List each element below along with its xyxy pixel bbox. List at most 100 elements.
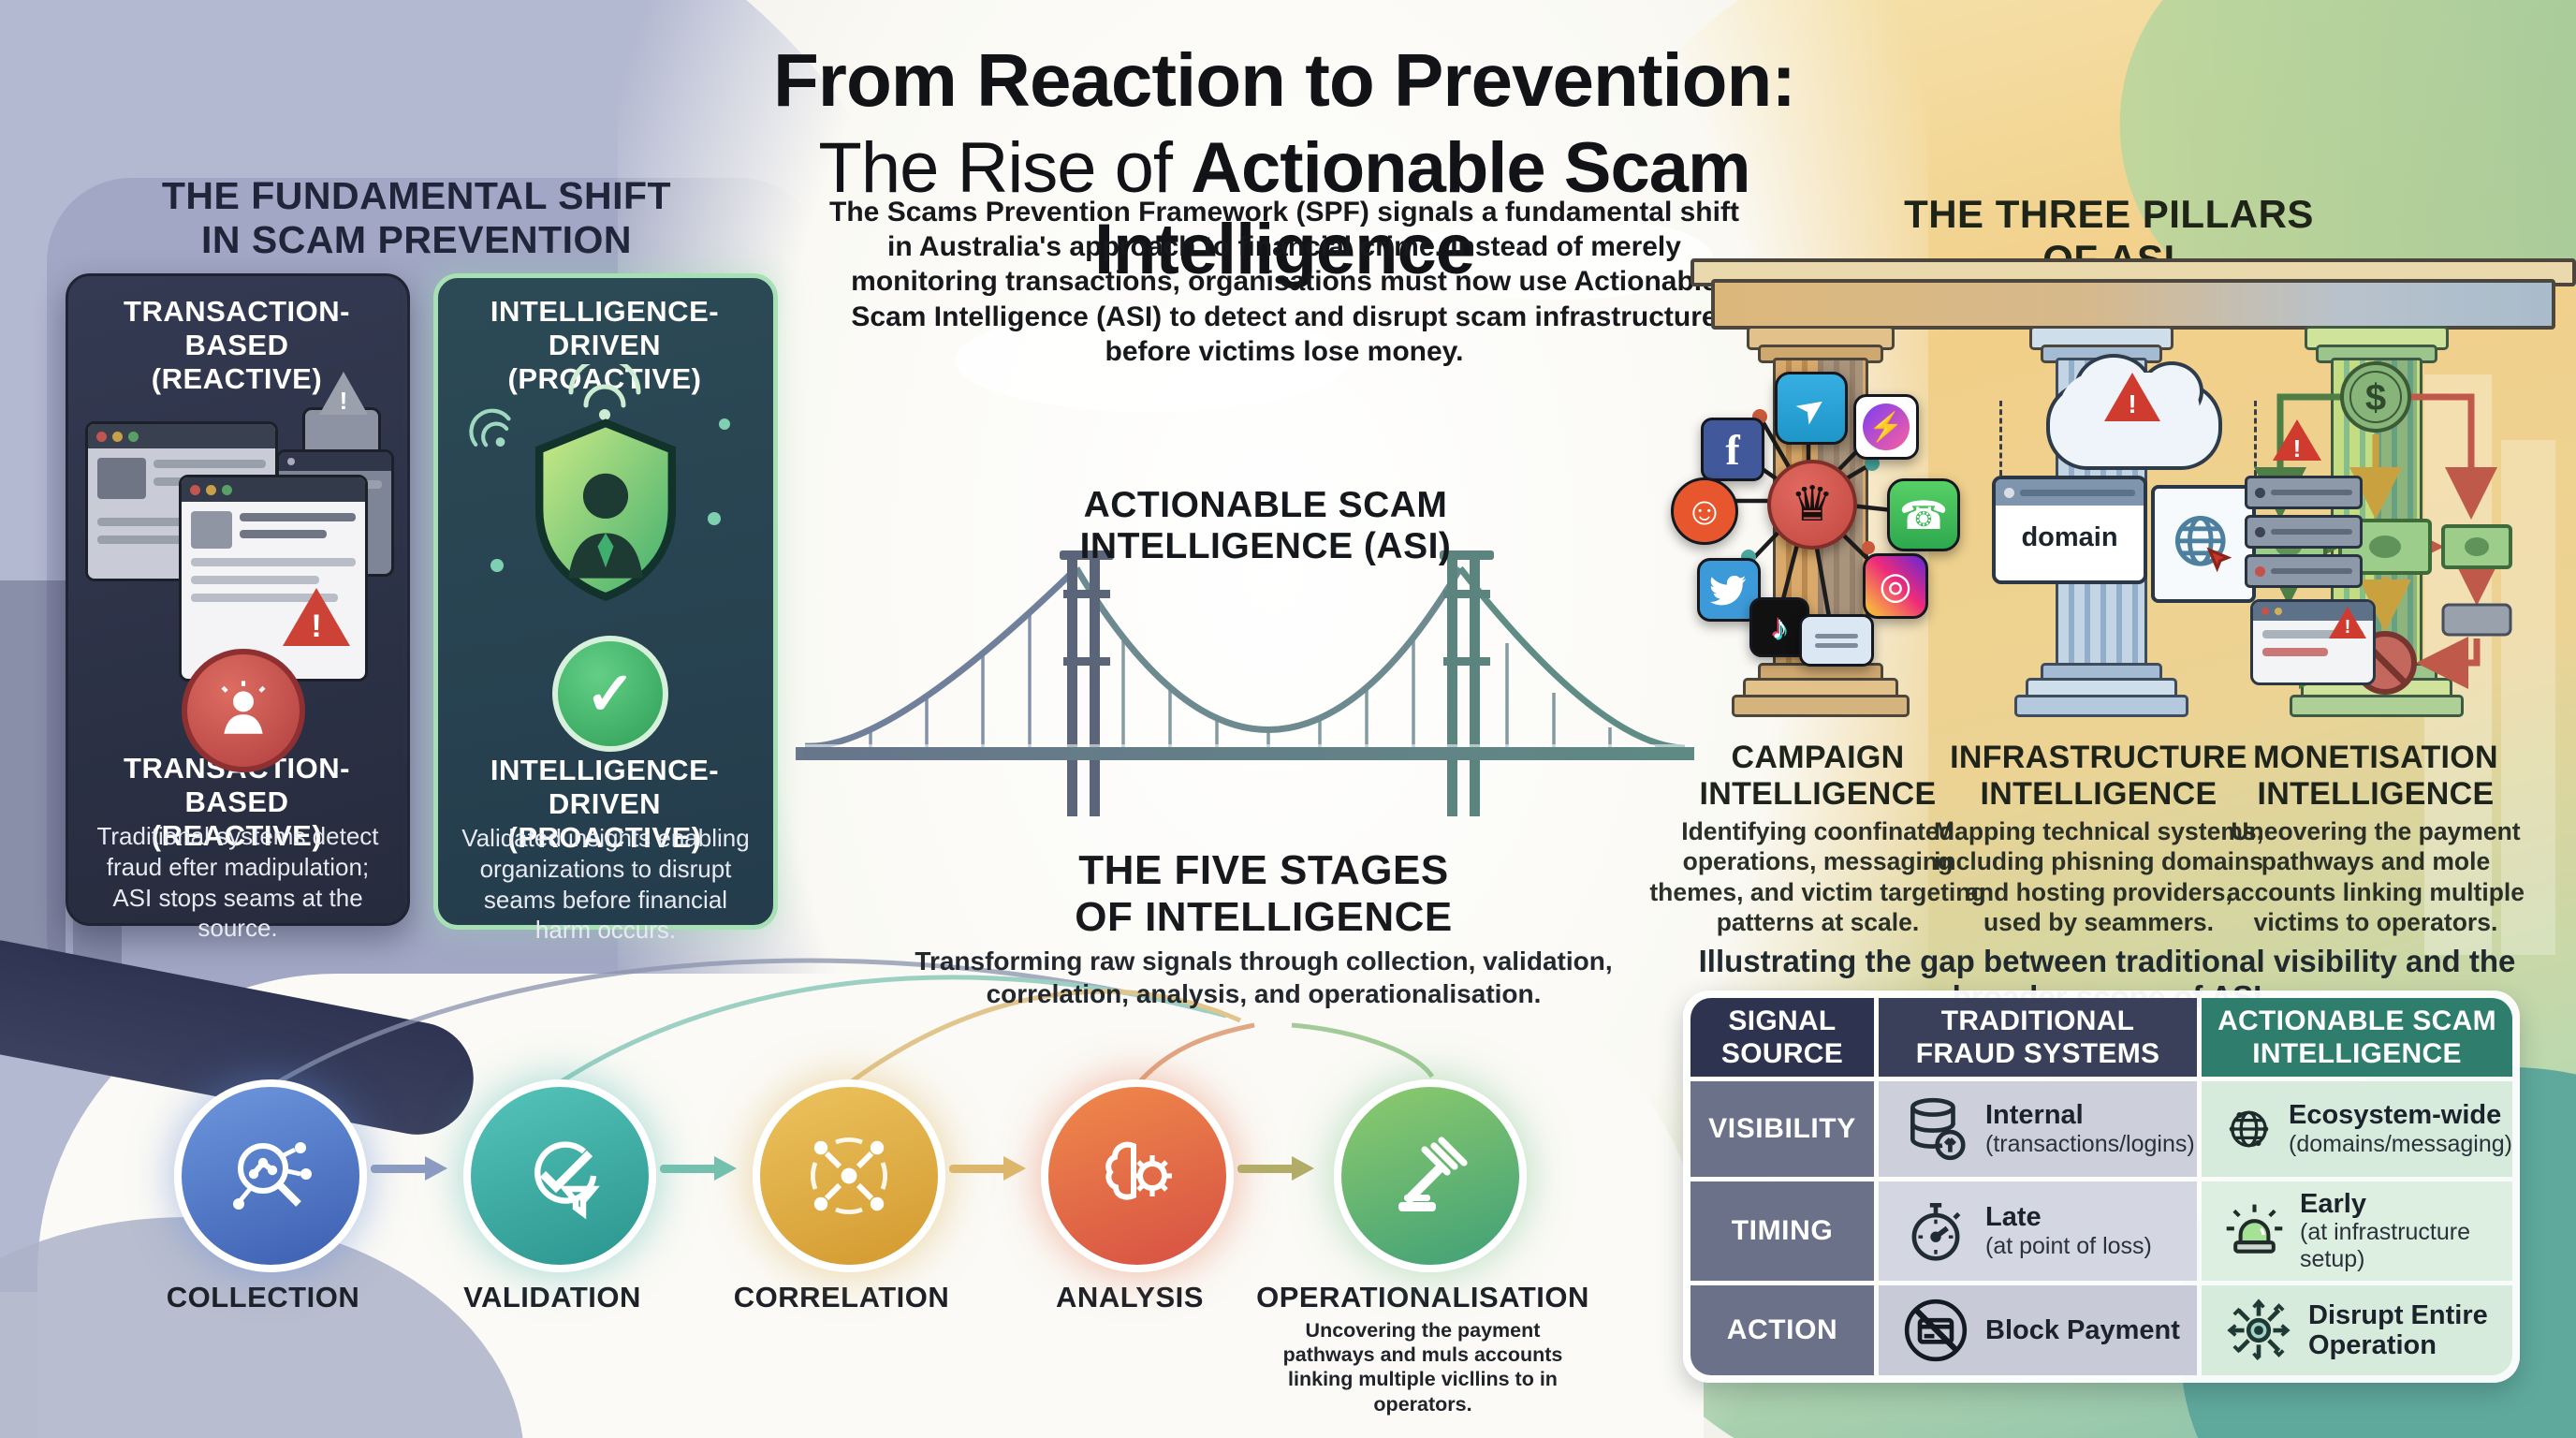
- card1-illustration: [68, 370, 407, 682]
- scam-bug-icon: ♛: [1767, 460, 1857, 550]
- cell-action-asi: Disrupt Entire Operation: [2202, 1285, 2512, 1375]
- main-subtitle: The Scams Prevention Framework (SPF) sig…: [829, 197, 1739, 367]
- circuit-node: [708, 512, 721, 525]
- instagram-icon: ◎: [1863, 553, 1928, 619]
- asi-label-line1: ACTIONABLE SCAM: [1083, 485, 1448, 525]
- browser-window-alert: [179, 475, 368, 682]
- card2-bottom-title: INTELLIGENCE-DRIVEN (PROACTIVE): [490, 754, 720, 854]
- server-stack: [2245, 476, 2363, 588]
- blocked-card-icon: [1904, 1299, 1968, 1362]
- main-title: From Reaction to Prevention: The Rise of…: [629, 37, 1939, 290]
- bridge-illustration: [796, 550, 1694, 816]
- pillar-monetisation-name: MONETISATION INTELLIGENCE: [2253, 740, 2498, 812]
- alert-triangle-icon: [283, 588, 350, 646]
- background-cloud: [1404, 215, 1713, 300]
- pillar-campaign-name: CAMPAIGN INTELLIGENCE: [1699, 740, 1937, 812]
- twitter-bird: [1710, 575, 1747, 606]
- fraud-alert-badge: [182, 649, 305, 772]
- stage-collection-circle: [174, 1079, 367, 1272]
- circuit-node: [490, 559, 504, 572]
- globe-icon: [2229, 1110, 2269, 1148]
- cell-timing-traditional: Late(at point of loss): [1879, 1181, 2197, 1281]
- card2-top-title: INTELLIGENCE-DRIVEN (PROACTIVE): [490, 295, 720, 395]
- telegram-icon: ➤: [1775, 372, 1848, 445]
- cloud-warning-icon: [2104, 373, 2160, 421]
- pillar-campaign-base3: [1732, 695, 1910, 717]
- stage-validation-label: VALIDATION: [463, 1281, 641, 1313]
- check-badge: ✓: [552, 636, 668, 752]
- stages-heading: THE FIVE STAGES OF INTELLIGENCE: [936, 847, 1591, 941]
- pillar-monetisation-desc: Uneovering the payment pathways and mole…: [2226, 817, 2525, 936]
- disrupt-arrows-icon: [2227, 1299, 2291, 1361]
- dashed-connector: [2254, 401, 2257, 476]
- main-title-line2-bold: Actionable Scam Intelligence: [1093, 128, 1751, 289]
- domain-label: domain: [2021, 522, 2118, 552]
- cell-visibility-traditional: Internal(transactions/logins): [1879, 1081, 2197, 1177]
- database-icon: [1910, 1097, 1966, 1161]
- pillar-infrastructure-base3: [2014, 695, 2188, 717]
- messenger-icon: ⚡: [1853, 394, 1919, 460]
- globe-cursor-icon: [2174, 515, 2232, 573]
- dashed-connector: [1999, 401, 2002, 476]
- card-transaction-based: TRANSACTION-BASED (REACTIVE): [66, 273, 410, 942]
- domain-window: domain: [1992, 476, 2147, 584]
- person-alert-icon: [221, 681, 266, 734]
- stopwatch-icon: [1911, 1202, 1961, 1261]
- column-header-traditional: TRADITIONAL FRAUD SYSTEMS: [1879, 998, 2197, 1077]
- cell-timing-asi: Early(at infrastructure setup): [2202, 1181, 2512, 1281]
- cell-visibility-asi: Ecosystem-wide(domains/messaging): [2202, 1081, 2512, 1177]
- stage-operationalisation-note: Uncovering the payment pathways and muls…: [1282, 1319, 1563, 1416]
- main-title-line2-prefix: The Rise of: [818, 128, 1192, 208]
- comparison-table: SIGNAL SOURCE TRADITIONAL FRAUD SYSTEMS …: [1683, 990, 2520, 1383]
- reddit-icon: ☺: [1671, 477, 1738, 545]
- cell-action-traditional: Block Payment: [1879, 1285, 2197, 1375]
- pillar-campaign-desc: Identifying coonfinated operations, mess…: [1649, 817, 1986, 936]
- stage-operationalisation-label: OPERATIONALISATION: [1256, 1281, 1589, 1313]
- asi-bridge-label: ACTIONABLE SCAM INTELLIGENCE (ASI): [985, 485, 1546, 567]
- column-header-asi: ACTIONABLE SCAM INTELLIGENCE: [2202, 998, 2512, 1077]
- stages-heading-line1: THE FIVE STAGES: [1078, 847, 1449, 893]
- warning-triangle-icon: [319, 372, 368, 415]
- stage-arrow: [1237, 1156, 1314, 1181]
- column-header-signal-source: SIGNAL SOURCE: [1690, 998, 1874, 1077]
- stage-connector-curves: [270, 958, 1435, 1089]
- card1-body: Traditional systems detect fraud efter m…: [96, 822, 379, 943]
- phishing-warning-icon: [2329, 607, 2366, 638]
- facebook-icon: f: [1701, 418, 1764, 481]
- server-warning-icon: [2273, 419, 2321, 461]
- stage-analysis-label: ANALYSIS: [1056, 1281, 1204, 1313]
- row-label-visibility: VISIBILITY: [1690, 1081, 1874, 1177]
- stage-validation-circle: [463, 1079, 656, 1272]
- magnifier-data-icon: [233, 1142, 312, 1210]
- stage-arrow: [949, 1156, 1026, 1181]
- stage-analysis-circle: [1041, 1079, 1234, 1272]
- row-label-action: ACTION: [1690, 1285, 1874, 1375]
- wifi-icon: [469, 408, 511, 448]
- check-funnel-icon: [534, 1141, 600, 1220]
- brain-gear-icon: [1105, 1141, 1172, 1200]
- stage-arrow: [371, 1156, 447, 1181]
- card2-body: Validated insights enabling organization…: [461, 824, 750, 945]
- entablature-beam: [1711, 279, 2555, 330]
- card1-bottom-title: TRANSACTION-BASED (REACTIVE): [124, 752, 350, 852]
- left-panel-heading-line1: THE FUNDAMENTAL SHIFT: [161, 174, 672, 217]
- globe-cursor-tile: [2151, 485, 2256, 603]
- stage-correlation-circle: [753, 1079, 945, 1272]
- stages-subtitle: Transforming raw signals through collect…: [915, 946, 1613, 1008]
- main-title-line1: From Reaction to Prevention:: [772, 38, 1796, 122]
- stage-correlation-label: CORRELATION: [733, 1281, 950, 1313]
- wifi-icon: [568, 364, 641, 420]
- stage-arrow: [660, 1156, 737, 1181]
- check-icon: ✓: [585, 659, 636, 727]
- messenger-bolt: ⚡: [1863, 404, 1910, 450]
- network-nodes-icon: [811, 1137, 887, 1214]
- row-label-timing: TIMING: [1690, 1181, 1874, 1281]
- shield-person-icon: [534, 418, 677, 602]
- pillar-infrastructure-name: INFRASTRUCTURE INTELLIGENCE: [1950, 740, 2247, 812]
- background-cloud: [955, 309, 1348, 412]
- stage-operationalisation-circle: [1334, 1079, 1527, 1272]
- siren-icon: [2226, 1204, 2283, 1254]
- whatsapp-icon: ☎: [1887, 478, 1960, 551]
- asi-label-line2: INTELLIGENCE (ASI): [1079, 526, 1452, 566]
